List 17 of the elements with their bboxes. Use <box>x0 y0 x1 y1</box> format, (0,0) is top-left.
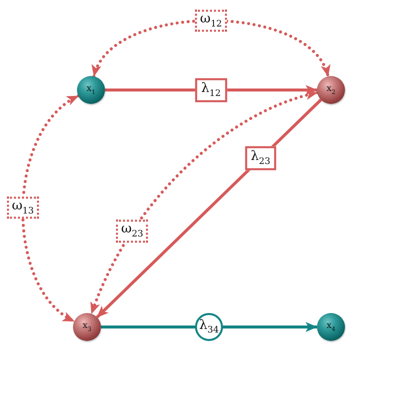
sphere-node <box>317 313 345 341</box>
edge-label: ω$_{23}$ <box>116 220 148 243</box>
sphere-node <box>73 313 101 341</box>
arrow <box>101 322 318 332</box>
node-label: x$_{1}$ <box>86 84 96 96</box>
edge-label: λ$_{12}$ <box>195 78 227 102</box>
node-label: x$_{2}$ <box>326 84 336 96</box>
edge-label: ω$_{13}$ <box>6 196 39 220</box>
edge-label: ω$_{12}$ <box>194 9 228 32</box>
node-label: x$_{3}$ <box>82 322 92 332</box>
node-label: x$_{4}$ <box>326 322 336 332</box>
edge-label: λ$_{34}$ <box>195 313 223 341</box>
edge-label: λ$_{23}$ <box>244 146 276 170</box>
sphere-node <box>317 76 345 104</box>
dotted-arrow <box>21 94 80 323</box>
sphere-node <box>77 76 105 104</box>
dotted-arrow <box>92 19 330 78</box>
